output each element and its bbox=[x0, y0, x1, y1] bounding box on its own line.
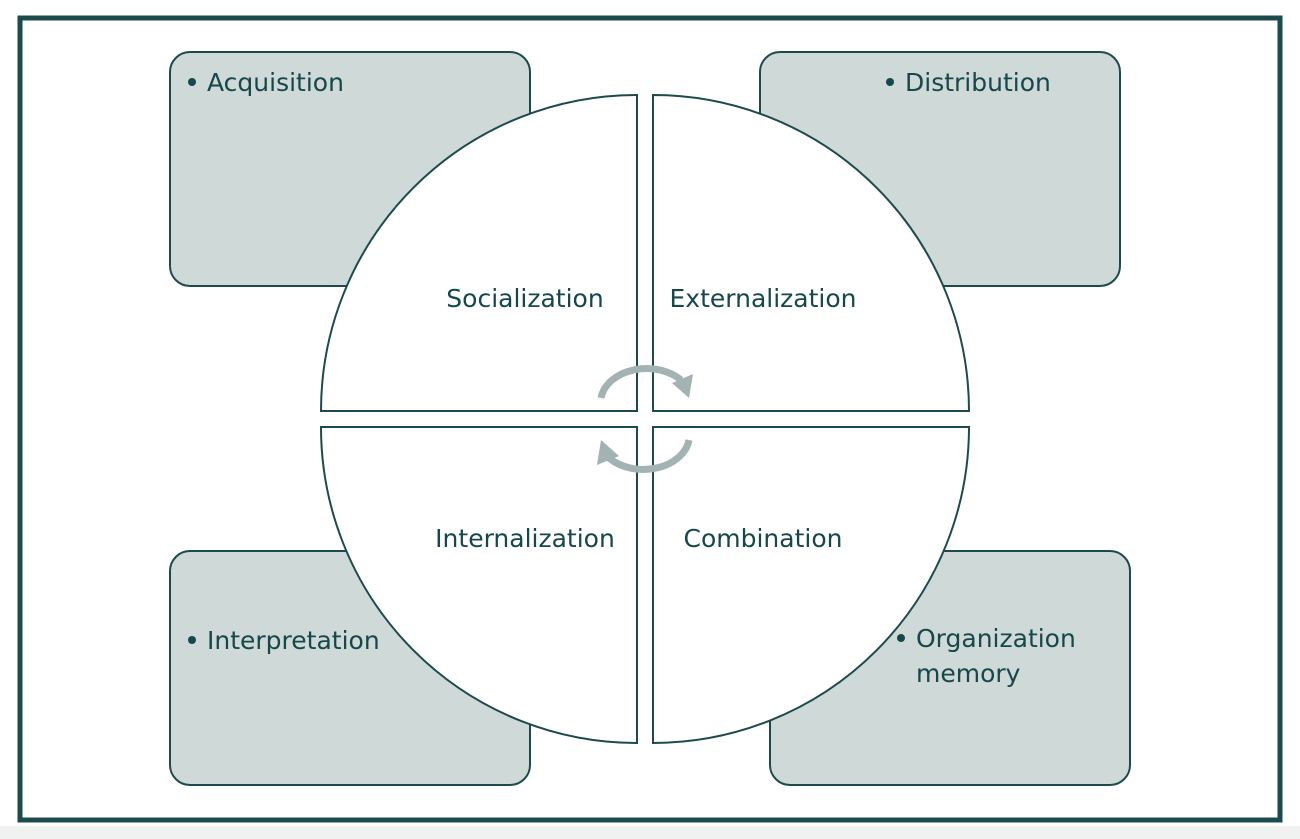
corner-label-organization-memory-line2: memory bbox=[916, 659, 1021, 688]
corner-label-distribution: Distribution bbox=[905, 68, 1051, 97]
bullet-icon bbox=[188, 636, 196, 644]
quadrant-combination bbox=[652, 426, 971, 745]
quadrant-externalization bbox=[652, 93, 971, 412]
corner-label-acquisition: Acquisition bbox=[207, 68, 344, 97]
quadrant-label-externalization: Externalization bbox=[670, 284, 857, 313]
corner-label-organization-memory-line1: Organization bbox=[916, 624, 1076, 653]
bullet-icon bbox=[188, 78, 196, 86]
bullet-icon bbox=[897, 634, 905, 642]
bottom-strip bbox=[0, 826, 1300, 839]
cycle-arrow-bottom-icon bbox=[597, 439, 693, 473]
quadrant-label-combination: Combination bbox=[684, 524, 843, 553]
corner-label-interpretation: Interpretation bbox=[207, 626, 380, 655]
quadrant-socialization bbox=[319, 93, 638, 412]
quadrant-label-socialization: Socialization bbox=[446, 284, 603, 313]
bullet-icon bbox=[886, 78, 894, 86]
cycle-arrow-top-icon bbox=[597, 365, 693, 399]
quadrant-label-internalization: Internalization bbox=[435, 524, 615, 553]
quadrant-internalization bbox=[319, 426, 638, 745]
